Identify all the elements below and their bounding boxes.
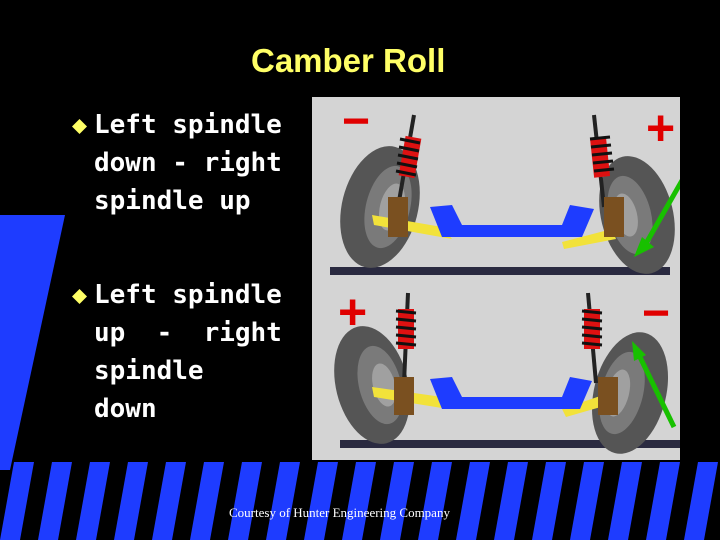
slide-title: Camber Roll (251, 42, 446, 79)
bottom-suspension-assembly: + − (334, 284, 680, 454)
bullet-1-line-2: down - right (94, 148, 282, 178)
decorative-stripe-band (0, 462, 720, 540)
ground-line-top (330, 267, 670, 275)
crossmember-top (430, 205, 594, 237)
bullet-1-line-1: Left spindle (94, 110, 282, 140)
bullet-2-line-4: down (94, 394, 157, 424)
top-green-arrow (641, 175, 687, 249)
diamond-bullet-icon (72, 119, 87, 134)
credit-caption: Courtesy of Hunter Engineering Company (229, 505, 450, 520)
bottom-left-sign: + (338, 284, 367, 340)
top-suspension-assembly: − + (330, 95, 687, 275)
crossmember-bottom (430, 377, 592, 409)
ground-line-bottom (340, 440, 680, 448)
bullet-2-line-3: spindle (94, 356, 204, 386)
decorative-blue-wedge (0, 215, 65, 470)
bullet-1-line-3: spindle up (94, 186, 251, 216)
bullet-2-line-1: Left spindle (94, 280, 282, 310)
diamond-bullet-icon (72, 289, 87, 304)
suspension-illustration: − + (330, 95, 687, 454)
top-left-sign: − (342, 97, 370, 148)
bottom-green-arrow (635, 351, 677, 429)
camber-roll-diagram: − + (312, 95, 687, 460)
top-right-sign: + (646, 100, 675, 156)
bottom-right-sign: − (642, 287, 670, 340)
bullet-2-line-2: up - right (94, 318, 282, 348)
